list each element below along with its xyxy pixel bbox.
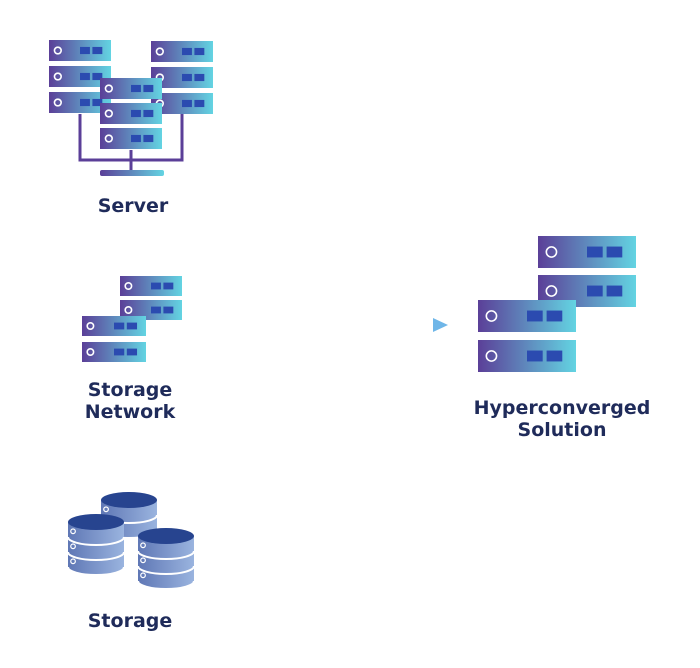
drive-slot [606, 285, 623, 297]
server-unit [82, 316, 146, 336]
server-rack-icon [49, 40, 213, 176]
server-unit [478, 300, 576, 332]
server-unit [100, 128, 162, 149]
drive-slot [143, 84, 154, 93]
drive-slot [143, 109, 154, 118]
power-led [53, 72, 62, 81]
db-led [140, 542, 146, 549]
server-unit [82, 342, 146, 362]
power-led [124, 281, 133, 290]
drive-slot [163, 306, 174, 314]
drive-slot [80, 98, 90, 107]
server-label: Server [97, 195, 169, 217]
storage-node: Storage [0, 480, 260, 660]
db-led [140, 572, 146, 579]
drive-slot [131, 109, 141, 118]
power-led [485, 310, 498, 322]
drive-slot [131, 84, 141, 93]
power-led [86, 348, 95, 357]
database-icon [67, 492, 195, 590]
server-unit [120, 276, 182, 296]
storage-label: Storage [87, 610, 173, 632]
hyperconverged-server-icon [478, 236, 636, 372]
drive-slot [143, 134, 154, 143]
power-led [53, 46, 62, 55]
database-cylinder [67, 514, 125, 576]
power-led [104, 84, 113, 93]
power-led [104, 134, 113, 143]
drive-slot [527, 350, 543, 362]
db-led [70, 558, 76, 565]
drive-slot [114, 322, 125, 330]
server-node: Server [0, 0, 260, 220]
server-unit [49, 92, 111, 113]
server-unit [478, 340, 576, 372]
server-unit [120, 300, 182, 320]
server-stand-base [100, 170, 164, 176]
rack-units [49, 40, 213, 149]
drive-slot [92, 72, 103, 81]
power-led [124, 305, 133, 314]
storage-network-label: Storage Network [84, 379, 176, 423]
hyperconverged-node: Hyperconverged Solution [440, 220, 700, 450]
drive-slot [546, 310, 563, 322]
drive-slot [92, 46, 103, 55]
drive-slot [114, 348, 125, 356]
arrow-right-icon [236, 318, 448, 332]
drive-slot [126, 322, 138, 330]
server-unit [100, 78, 162, 99]
drive-slot [194, 99, 205, 108]
drive-slot [587, 246, 603, 258]
power-led [485, 350, 498, 362]
drive-slot [131, 134, 141, 143]
drive-slot [546, 350, 563, 362]
db-led [70, 528, 76, 535]
hyperconverged-label: Hyperconverged Solution [473, 397, 651, 441]
power-led [545, 285, 558, 297]
drive-slot [151, 306, 161, 314]
drive-slot [587, 285, 603, 297]
power-led [86, 321, 95, 330]
drive-slot [92, 98, 103, 107]
server-unit [538, 236, 636, 268]
drive-slot [163, 282, 174, 290]
db-led [70, 543, 76, 550]
drive-slot [80, 46, 90, 55]
storage-network-node: Storage Network [0, 260, 260, 430]
db-led [103, 506, 109, 513]
database-cylinder [137, 528, 195, 590]
server-unit [49, 40, 111, 61]
drive-slot [194, 47, 205, 56]
drive-slot [606, 246, 623, 258]
drive-slot [182, 73, 192, 82]
power-led [155, 47, 164, 56]
server-unit [151, 41, 213, 62]
server-unit [100, 103, 162, 124]
drive-slot [182, 47, 192, 56]
server-unit [49, 66, 111, 87]
storage-network-icon [82, 276, 182, 362]
db-led [140, 557, 146, 564]
power-led [53, 98, 62, 107]
drive-slot [527, 310, 543, 322]
drive-slot [194, 73, 205, 82]
drive-slot [80, 72, 90, 81]
drive-slot [126, 348, 138, 356]
power-led [104, 109, 113, 118]
drive-slot [151, 282, 161, 290]
power-led [545, 246, 558, 258]
drive-slot [182, 99, 192, 108]
